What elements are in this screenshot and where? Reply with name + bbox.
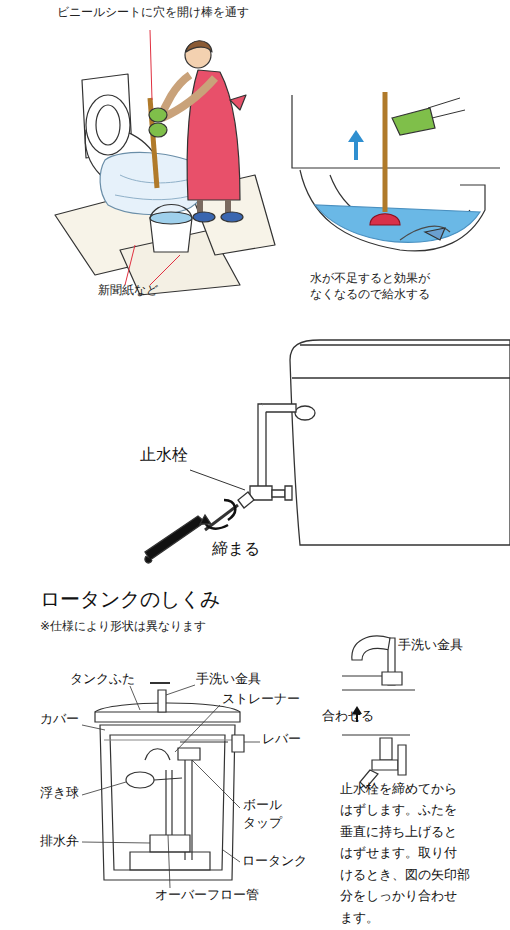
note-text: ※仕様により形状は異なります bbox=[40, 618, 320, 634]
callout-label: ビニールシートに穴を開け棒を通す bbox=[57, 4, 317, 20]
plunging-scene bbox=[55, 30, 275, 295]
part-label: オーバーフロー管 bbox=[155, 886, 295, 904]
part-label: ボール タップ bbox=[243, 796, 295, 831]
part-label: 排水弁 bbox=[40, 832, 100, 850]
part-label: 手洗い金具 bbox=[398, 636, 498, 654]
low-tank-diagram bbox=[82, 683, 260, 888]
part-label: タンクふた bbox=[70, 670, 160, 688]
note-text: 水が不足すると効果が なくなるので給水する bbox=[300, 270, 440, 302]
part-label: ロータンク bbox=[242, 852, 332, 870]
action-label: 締まる bbox=[212, 538, 292, 560]
note-text: 止水栓を締めてから はずします。ふたを 垂直に持ち上げると はずせます。取り付 … bbox=[340, 778, 490, 928]
part-label: レバー bbox=[262, 730, 322, 748]
part-label: 手洗い金具 bbox=[196, 670, 286, 688]
bowl-section bbox=[292, 92, 500, 251]
part-label: 止水栓 bbox=[140, 444, 220, 466]
action-label: 合わせる bbox=[322, 707, 402, 725]
callout-label: 新聞紙など bbox=[98, 282, 218, 298]
stop-valve-scene bbox=[145, 340, 510, 563]
part-label: カバー bbox=[40, 710, 100, 728]
part-label: 浮き球 bbox=[40, 784, 100, 802]
section-heading: ロータンクのしくみ bbox=[40, 586, 300, 613]
part-label: ストレーナー bbox=[222, 690, 322, 708]
